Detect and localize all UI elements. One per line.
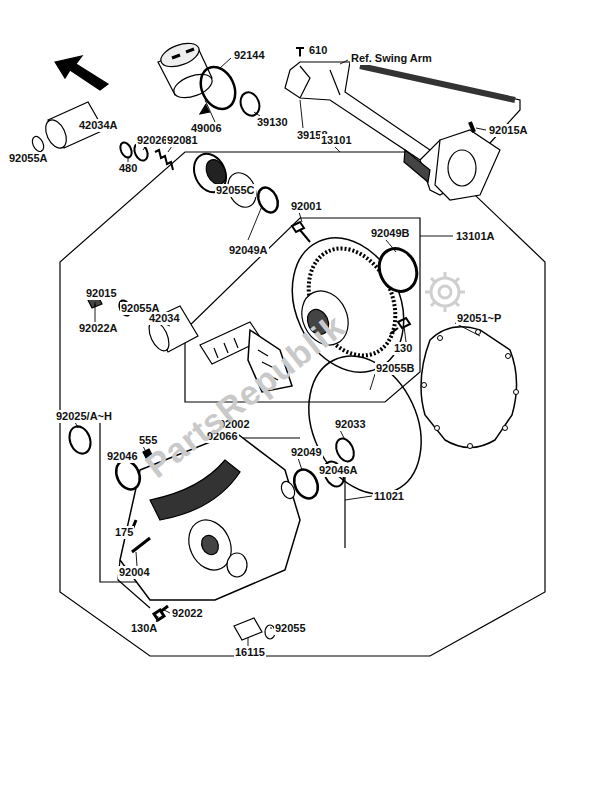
callout-number: 42034 [148,312,181,325]
callout-number: 13101 [320,134,353,147]
callout-number: 92001 [290,200,323,213]
callout-number: 92022A [78,322,119,335]
callout-number: 130 [393,342,413,355]
callout-number: 13101A [455,230,496,243]
callout-number: 92033 [334,418,367,431]
sleeve-parts [30,102,173,170]
callout-number: 92055 [274,622,307,635]
gasket-holes [422,330,519,449]
callout-number: 92015A [488,124,529,137]
leader-lines [40,55,486,646]
callout-number: 39130 [256,116,289,129]
callout-number: 92046 [106,450,139,463]
callout-number: 11021 [373,490,405,503]
gasket [421,327,517,448]
callout-number: 92051~P [456,312,502,325]
callout-number: 92004 [118,566,151,579]
clamp [194,61,242,114]
callout-number: 92049 [290,446,323,459]
oil-seal [372,242,423,297]
callout-number: 480 [118,162,138,175]
callout-number: 92046A [318,464,359,477]
callout-number: 92081 [166,134,199,147]
callout-number: 92055B [375,362,416,375]
o-ring [66,423,94,456]
callout-number: 42034A [78,119,119,132]
callout-number: 92026 [136,134,169,147]
callout-number: 92022 [171,607,204,620]
callout-number: 92025/A~H [55,410,113,423]
callout-number: 92055A [8,152,49,165]
callout-number: 610 [308,44,328,57]
callout-number: 92144 [233,49,266,62]
callout-number: 92049B [370,227,411,240]
callout-number: 92055C [215,184,256,197]
seal-set [188,149,282,216]
snap-ring [333,436,358,465]
front-arrow [55,56,108,90]
assembly-outline [60,152,545,656]
callout-number: 175 [114,526,134,539]
bolt [292,222,310,242]
callout-number: 130A [130,622,158,635]
boot-ring [237,90,262,119]
callout-number: 16115 [234,646,266,659]
watermark-gear [425,272,465,312]
callout-number: 92015 [85,287,118,300]
callout-number: Ref. Swing Arm [350,52,433,65]
swing-arm [285,48,520,200]
cap [234,618,262,640]
callout-number: 92049A [228,244,269,257]
bolt [390,318,410,334]
